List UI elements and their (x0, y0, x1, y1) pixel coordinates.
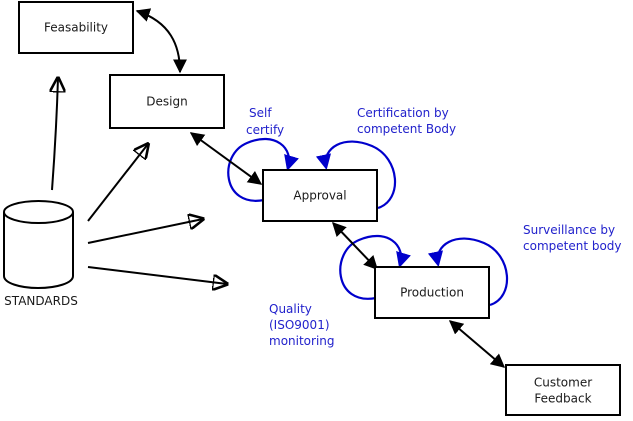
node-production-label: Production (400, 286, 464, 300)
annotation-quality-iso9001-monitoring: Quality (ISO9001) monitoring (269, 302, 335, 348)
flow-standards-feasability (52, 78, 58, 191)
annotation-surveillance-by-competent-body: Surveillance by competent body (523, 223, 622, 253)
node-design[interactable]: Design (109, 74, 225, 129)
node-customer-feedback-label-line2: Feedback (534, 392, 591, 406)
node-design-label: Design (146, 95, 187, 109)
node-feasability[interactable]: Feasability (18, 1, 134, 54)
flow-standards-approval (87, 219, 203, 244)
flow-production-customer-feedback (448, 320, 506, 368)
node-production[interactable]: Production (374, 266, 490, 319)
flow-approval-production (332, 221, 378, 271)
annotation-certification-line1: Certification by (357, 106, 449, 120)
annotation-self-certify: Self certify (246, 106, 284, 137)
annotation-quality-line3: monitoring (269, 334, 335, 348)
annotation-quality-line1: Quality (269, 302, 312, 316)
flow-feasability-design (135, 8, 187, 74)
annotation-certification-by-competent-body: Certification by competent Body (357, 106, 456, 136)
annotation-self-certify-line1: Self (249, 106, 272, 120)
node-approval-label: Approval (293, 189, 346, 203)
node-approval[interactable]: Approval (262, 169, 378, 222)
node-customer-feedback-label-line1: Customer (534, 376, 592, 390)
annotation-surveillance-line2: competent body (523, 239, 622, 253)
annotation-quality-line2: (ISO9001) (269, 318, 330, 332)
node-feasability-label: Feasability (44, 21, 108, 35)
flow-design-approval (189, 132, 263, 185)
datastore-standards[interactable]: STANDARDS (3, 200, 78, 308)
node-customer-feedback[interactable]: Customer Feedback (505, 364, 621, 416)
loop-surveillance-by-competent-body (427, 237, 508, 307)
loop-certification-by-competent-body (315, 140, 396, 210)
flow-standards-production (87, 266, 227, 284)
annotation-certification-line2: competent Body (357, 122, 456, 136)
annotation-surveillance-line1: Surveillance by (523, 223, 615, 237)
annotation-self-certify-line2: certify (246, 123, 284, 137)
flow-standards-design (87, 144, 148, 222)
datastore-standards-label: STANDARDS (4, 294, 78, 308)
